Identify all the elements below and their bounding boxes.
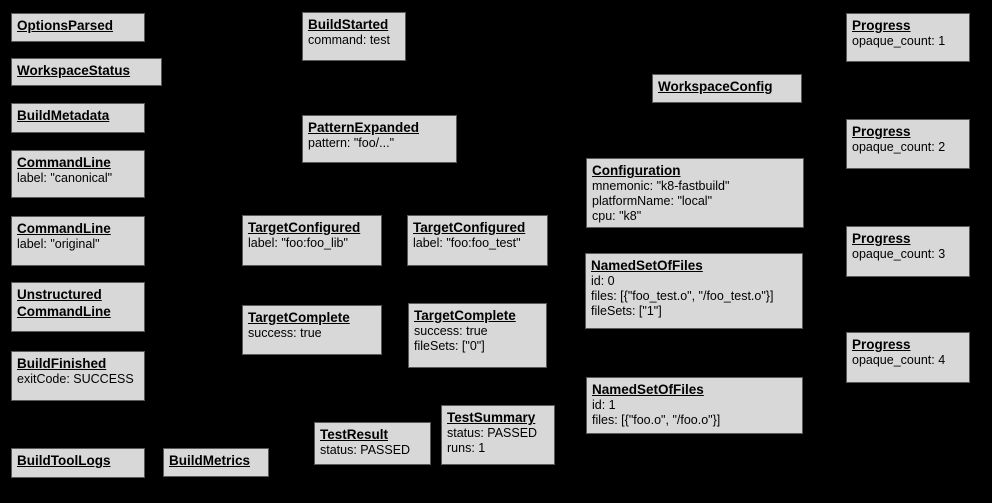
node-title: Progress — [852, 337, 911, 352]
node-attributes: success: true fileSets: ["0"] — [414, 324, 488, 353]
node-attributes: exitCode: SUCCESS — [17, 372, 134, 386]
node-attributes: id: 1 files: [{"foo.o", "/foo.o"}] — [592, 398, 721, 427]
node-title: TargetConfigured — [413, 220, 526, 235]
node-title: NamedSetOfFiles — [592, 382, 704, 397]
node-attributes: label: "foo:foo_lib" — [248, 236, 348, 250]
node-attributes: label: "original" — [17, 237, 100, 251]
event-node: WorkspaceConfig — [652, 74, 802, 103]
node-title: BuildMetadata — [17, 108, 110, 123]
node-title: BuildFinished — [17, 356, 107, 371]
node-title: TestSummary — [447, 410, 536, 425]
event-node: BuildToolLogs — [11, 448, 145, 478]
node-title: PatternExpanded — [308, 120, 420, 135]
node-attributes: label: "foo:foo_test" — [413, 236, 521, 250]
event-node: BuildMetadata — [11, 103, 145, 133]
node-attributes: pattern: "foo/..." — [308, 136, 395, 150]
node-title: BuildToolLogs — [17, 453, 111, 468]
node-title: TargetConfigured — [248, 220, 361, 235]
event-node: BuildMetrics — [163, 448, 269, 477]
node-title: CommandLine — [17, 221, 111, 236]
node-title: Unstructured CommandLine — [17, 287, 111, 319]
node-title: Configuration — [592, 163, 681, 178]
node-attributes: opaque_count: 1 — [852, 34, 946, 48]
node-title: Progress — [852, 124, 911, 139]
node-title: TargetComplete — [248, 310, 350, 325]
node-title: WorkspaceConfig — [658, 79, 773, 94]
node-attributes: opaque_count: 3 — [852, 247, 946, 261]
node-title: BuildStarted — [308, 17, 389, 32]
node-title: WorkspaceStatus — [17, 63, 131, 78]
node-attributes: id: 0 files: [{"foo_test.o", "/foo_test.… — [591, 274, 774, 318]
node-title: TestResult — [320, 427, 389, 442]
node-title: OptionsParsed — [17, 18, 114, 33]
node-attributes: success: true — [248, 326, 322, 340]
event-node: OptionsParsed — [11, 13, 145, 42]
event-node: Unstructured CommandLine — [11, 282, 145, 332]
node-title: NamedSetOfFiles — [591, 258, 703, 273]
node-attributes: status: PASSED — [320, 443, 411, 457]
node-title: Progress — [852, 18, 911, 33]
node-attributes: mnemonic: "k8-fastbuild" platformName: "… — [592, 179, 730, 223]
node-title: BuildMetrics — [169, 453, 251, 468]
node-title: TargetComplete — [414, 308, 516, 323]
node-attributes: status: PASSED runs: 1 — [447, 426, 538, 455]
node-attributes: opaque_count: 4 — [852, 353, 946, 367]
node-attributes: opaque_count: 2 — [852, 140, 946, 154]
node-title: Progress — [852, 231, 911, 246]
event-node: WorkspaceStatus — [11, 58, 162, 86]
node-attributes: label: "canonical" — [17, 171, 113, 185]
node-attributes: command: test — [308, 33, 390, 47]
node-title: CommandLine — [17, 155, 111, 170]
